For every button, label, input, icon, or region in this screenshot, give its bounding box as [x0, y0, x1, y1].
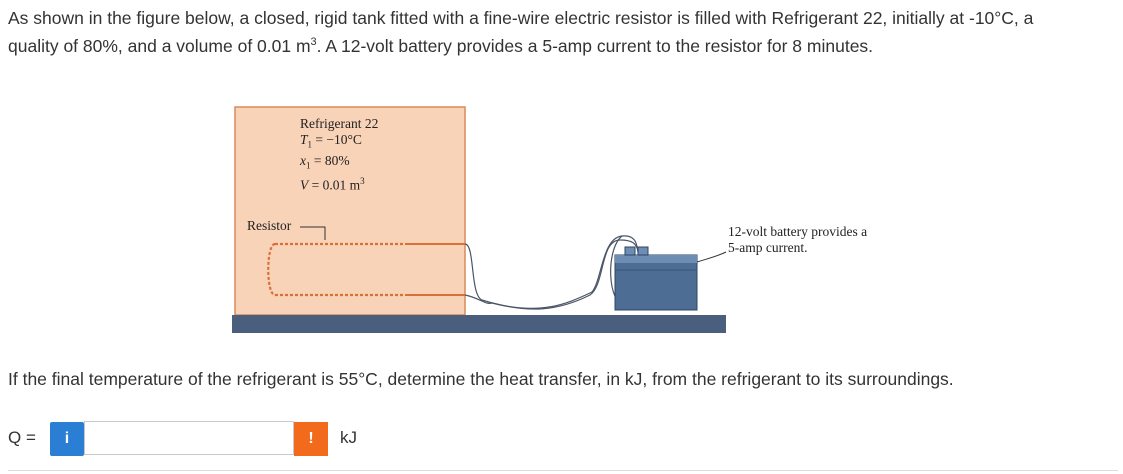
heat-transfer-input[interactable]	[84, 421, 294, 455]
tank-diagram	[232, 106, 727, 333]
initial-quality: x1 = 80%	[300, 152, 350, 171]
resistor-leader	[300, 226, 326, 240]
battery	[614, 246, 698, 311]
resistor-label: Resistor	[247, 218, 292, 233]
divider	[8, 470, 1118, 471]
resistor-coil	[267, 242, 405, 297]
answer-label: Q =	[8, 428, 36, 447]
rigid-tank	[234, 106, 466, 316]
tank-volume: V = 0.01 m3	[300, 176, 365, 193]
problem-line-2: quality of 80%, and a volume of 0.01 m3.…	[8, 35, 874, 56]
info-icon[interactable]: i	[50, 422, 84, 456]
answer-row: Q = i ! kJ	[8, 420, 408, 458]
ground-base	[232, 315, 726, 333]
tank-figure: Refrigerant 22 T1 = −10°C x1 = 80% V = 0…	[230, 100, 900, 335]
tank-properties-label: Refrigerant 22 T1 = −10°C x1 = 80% V = 0…	[300, 116, 378, 194]
initial-temperature: T1 = −10°C	[300, 132, 362, 150]
refrigerant-name: Refrigerant 22	[300, 116, 379, 131]
warning-icon[interactable]: !	[294, 422, 328, 456]
question-text: If the final temperature of the refriger…	[8, 369, 954, 389]
unit-label: kJ	[340, 428, 357, 447]
battery-label: 12-volt battery provides a 5-amp current…	[728, 224, 868, 255]
problem-statement: As shown in the figure below, a closed, …	[8, 6, 1118, 58]
problem-line-1: As shown in the figure below, a closed, …	[8, 8, 1034, 28]
battery-leader	[696, 251, 727, 263]
